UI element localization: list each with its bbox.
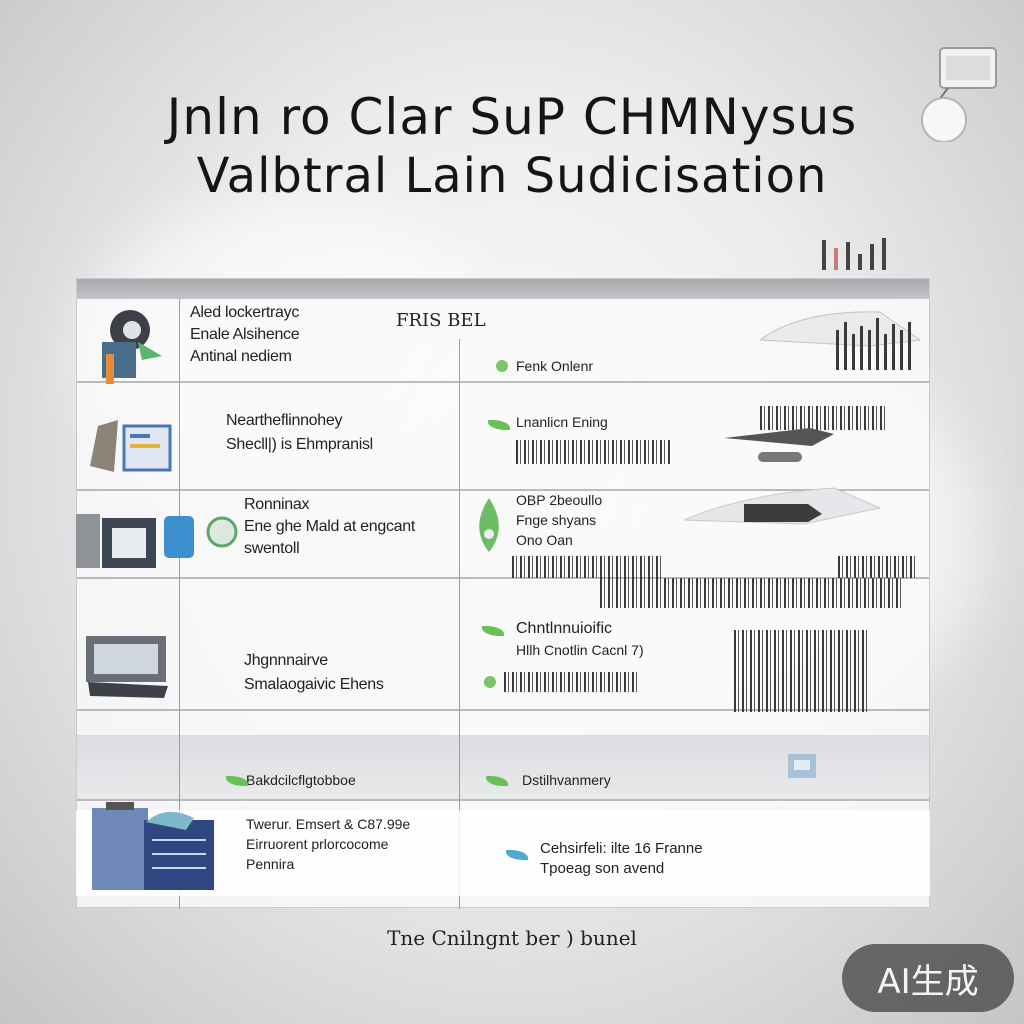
table-cell-text: Bakdcilcflgtobboe	[246, 772, 356, 788]
barcode-graphic	[516, 440, 670, 464]
table-cell-text: Shecll|) is Ehmpranisl	[226, 436, 373, 453]
barcode-graphic	[504, 672, 640, 692]
title-line-2: Valbtral Lain Sudicisation	[196, 148, 828, 204]
monitor-icon	[86, 636, 168, 698]
table-cell-text: OBP 2beoullo	[516, 492, 603, 508]
table-cell-text: Eirruorent prlorcocome	[246, 836, 389, 852]
row-divider	[77, 381, 929, 383]
barcode-graphic	[838, 556, 918, 578]
bullet-dot-icon	[496, 360, 508, 372]
table-cell-text: Jhgnnnairve	[244, 652, 328, 669]
table-cell-text: Ono Oan	[516, 532, 573, 548]
small-device-icon	[788, 754, 816, 778]
column-header: FRIS BEL	[396, 310, 486, 331]
table-cell-text: swentoll	[244, 540, 300, 557]
title-line-1: Jnln ro Clar SuP CHMNysus	[166, 88, 858, 146]
table-cell-text: Neartheflinnohey	[226, 412, 343, 429]
table-cell-text: Lnanlicn Ening	[516, 414, 608, 430]
table-cell-text: Smalaogaivic Ehens	[244, 676, 384, 693]
leaf-icon	[486, 776, 508, 786]
barcode-graphic	[600, 578, 904, 608]
row-divider	[77, 577, 929, 579]
row-divider	[77, 709, 929, 711]
barcode-graphic	[734, 630, 868, 712]
leaf-icon	[506, 850, 528, 860]
computer-icon	[76, 514, 238, 568]
barcode-graphic	[512, 556, 662, 578]
device-icon	[921, 47, 997, 142]
mini-bar-cluster	[822, 238, 886, 270]
table-cell-text: Twerur. Emsert & C87.99e	[246, 816, 411, 832]
table-cell-text: Fnge shyans	[516, 512, 597, 528]
ai-generated-badge: AI生成	[842, 944, 1014, 1012]
table-cell-text: Antinal nediem	[190, 348, 292, 365]
table-cell-text: Dstilhvanmery	[522, 772, 611, 788]
plant-bulb-icon	[479, 498, 499, 552]
table-cell-text: Pennira	[246, 856, 295, 872]
server-cabinet-icon	[92, 802, 214, 890]
table-cell-text: Chntlnnuioific	[516, 620, 613, 637]
table-cell-text: Aled lockertrayc	[190, 304, 300, 321]
machine-illustration-icon	[760, 311, 920, 370]
row-divider	[77, 799, 929, 801]
arrow-shape-icon	[724, 428, 834, 462]
barcode-graphic	[760, 406, 886, 430]
robot-icon	[102, 310, 162, 384]
table-row-6-bg	[76, 810, 930, 896]
table-band	[77, 735, 929, 799]
bullet-dot-icon	[484, 676, 496, 688]
table-cell-text: Enale Alsihence	[190, 326, 300, 343]
leaf-icon	[482, 626, 504, 636]
column-divider	[459, 339, 460, 909]
table-cell-text: Hllh Cnotlin Cacnl 7)	[516, 642, 644, 658]
leaf-icon	[226, 776, 248, 786]
table-cell-text: Ene ghe Mald at engcant	[244, 518, 416, 535]
document-stack-icon	[90, 420, 172, 472]
image-caption: Tne Cnilngnt ber ) bunel	[387, 926, 637, 950]
arrow-shape-icon	[684, 487, 880, 525]
table-cell-text: Fenk Onlenr	[516, 358, 594, 374]
table-header-bar	[77, 279, 929, 299]
leaf-icon	[488, 420, 510, 430]
table-cell-text: Cehsirfeli: ilte 16 Franne	[540, 840, 703, 857]
column-divider	[179, 299, 180, 909]
row-divider	[77, 489, 929, 491]
table-cell-text: Tpoeag son avend	[540, 860, 665, 877]
table-cell-text: Ronninax	[244, 496, 310, 513]
